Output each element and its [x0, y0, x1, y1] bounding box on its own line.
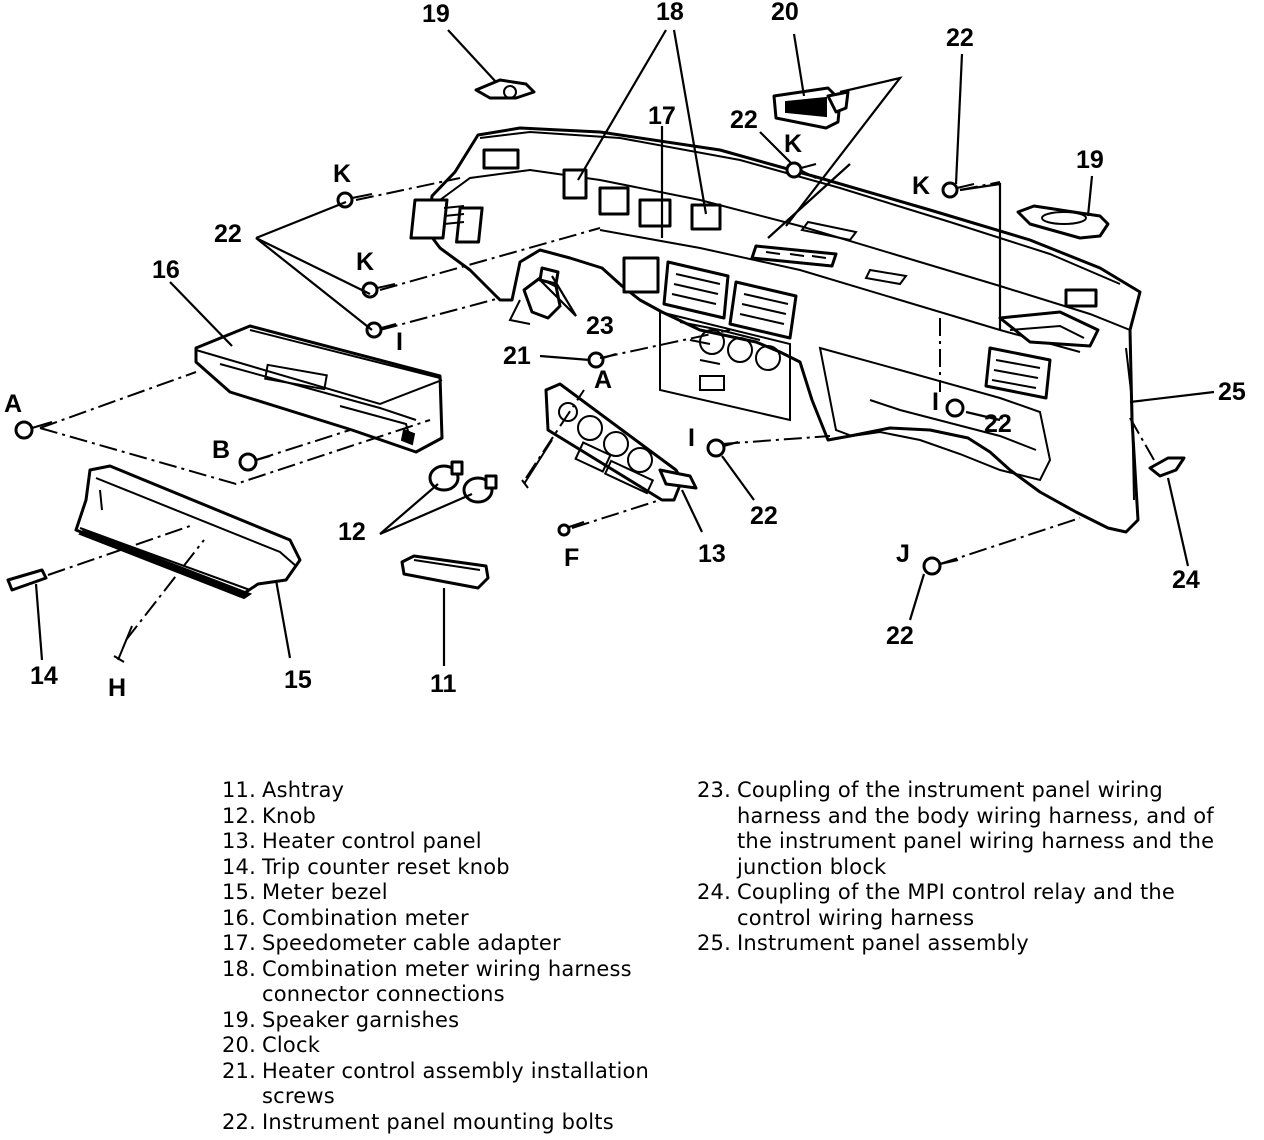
legend-item-text: Combination meter wiring harness connect… — [262, 956, 632, 1007]
callout-22-top-right: 22 — [946, 24, 974, 52]
legend-item-number: 21. — [222, 1058, 256, 1083]
mpi-relay-coupling — [1148, 456, 1186, 478]
legend-item: 12.Knob — [208, 804, 678, 830]
callout-22-heater: 22 — [750, 502, 778, 530]
callout-19-right: 19 — [1076, 146, 1104, 174]
callout-24: 24 — [1172, 566, 1200, 594]
speaker-garnish-right — [1016, 204, 1110, 240]
legend-item-text: Ashtray — [262, 778, 345, 802]
callout-K-clock: K — [784, 130, 802, 158]
combination-meter — [194, 324, 444, 454]
callout-16: 16 — [152, 256, 180, 284]
callout-I-left: I — [396, 328, 403, 356]
legend-item: 11.Ashtray — [208, 778, 678, 804]
legend-item: 15.Meter bezel — [208, 880, 678, 906]
callout-A-left: A — [4, 390, 22, 418]
legend-item-text: Instrument panel assembly — [737, 931, 1029, 955]
callout-15: 15 — [284, 666, 312, 694]
callout-K-right: K — [912, 172, 930, 200]
callout-A-center: A — [594, 366, 612, 394]
legend-item-number: 18. — [222, 956, 256, 981]
legend-item-number: 12. — [222, 803, 256, 828]
trip-counter-reset-knob — [6, 568, 48, 592]
legend-item-text: Speaker garnishes — [262, 1007, 460, 1032]
callout-J: J — [896, 540, 910, 568]
callout-14: 14 — [30, 662, 58, 690]
legend-item-number: 13. — [222, 829, 256, 853]
legend-item-number: 14. — [222, 854, 256, 879]
legend-item-number: 23. — [697, 778, 731, 802]
callout-18: 18 — [656, 0, 684, 26]
legend-item: 18.Combination meter wiring harness conn… — [208, 957, 678, 1008]
legend-item-text: Meter bezel — [262, 880, 388, 904]
legend-item: 19.Speaker garnishes — [208, 1008, 678, 1034]
heater-control-panel — [544, 382, 698, 502]
legend-item-text: Knob — [262, 803, 317, 828]
legend-item-text: Coupling of the instrument panel wiring … — [737, 778, 1215, 879]
exploded-parts-diagram: 19 18 20 22 17 22 K K 19 K 22 K 16 I 23 … — [4, 0, 1246, 702]
legend-item-number: 22. — [222, 1109, 256, 1134]
legend-item-text: Speedometer cable adapter — [262, 931, 561, 955]
callout-I-glovebox: I — [932, 388, 939, 416]
legend-item: 22.Instrument panel mounting bolts — [208, 1110, 678, 1136]
callout-13: 13 — [698, 540, 726, 568]
legend-item-number: 16. — [222, 905, 256, 930]
meter-bezel — [74, 464, 302, 600]
callout-22-bottom: 22 — [886, 622, 914, 650]
callout-H: H — [108, 674, 126, 702]
callout-K-left-top: K — [333, 160, 351, 188]
callout-22-left: 22 — [214, 220, 242, 248]
callout-17: 17 — [648, 102, 676, 130]
legend-item: 20.Clock — [208, 1033, 678, 1059]
callout-23: 23 — [586, 312, 614, 340]
legend-item-number: 20. — [222, 1033, 256, 1057]
parts-legend-right: 23.Coupling of the instrument panel wiri… — [683, 778, 1243, 957]
legend-item-number: 17. — [222, 931, 256, 955]
legend-item-text: Instrument panel mounting bolts — [262, 1109, 614, 1134]
callout-K-left-mid: K — [356, 248, 374, 276]
instrument-panel-assembly — [409, 126, 1142, 534]
legend-item: 16.Combination meter — [208, 906, 678, 932]
legend-item-number: 15. — [222, 880, 256, 904]
callout-labels: 19 18 20 22 17 22 K K 19 K 22 K 16 I 23 … — [4, 0, 1246, 702]
legend-item: 25.Instrument panel assembly — [683, 931, 1243, 957]
legend-item-text: Combination meter — [262, 905, 469, 930]
ashtray — [400, 554, 490, 590]
alignment-lines — [39, 169, 1155, 641]
callout-22-clock: 22 — [730, 106, 758, 134]
callout-11: 11 — [430, 670, 457, 698]
legend-item-number: 11. — [222, 778, 256, 802]
legend-item-number: 19. — [222, 1007, 256, 1032]
callout-F: F — [564, 544, 579, 572]
leader-lines — [34, 29, 1215, 666]
legend-item: 14.Trip counter reset knob — [208, 855, 678, 881]
callout-I-center: I — [688, 424, 695, 452]
legend-item-text: Clock — [262, 1033, 321, 1057]
legend-item-text: Heater control panel — [262, 829, 482, 853]
legend-item: 21.Heater control assembly installation … — [208, 1059, 678, 1110]
legend-item-number: 25. — [697, 931, 731, 955]
callout-25: 25 — [1218, 378, 1246, 406]
callout-20: 20 — [771, 0, 799, 26]
legend-item: 13.Heater control panel — [208, 829, 678, 855]
callout-B: B — [212, 436, 230, 464]
legend-item: 24.Coupling of the MPI control relay and… — [683, 880, 1243, 931]
callout-21: 21 — [503, 342, 531, 370]
callout-22-glovebox: 22 — [984, 410, 1012, 438]
legend-item: 23.Coupling of the instrument panel wiri… — [683, 778, 1243, 880]
callout-12: 12 — [338, 518, 366, 546]
callout-19-left: 19 — [422, 0, 450, 28]
legend-item: 17.Speedometer cable adapter — [208, 931, 678, 957]
clock — [772, 86, 850, 130]
legend-item-text: Heater control assembly installation scr… — [262, 1058, 650, 1109]
legend-item-text: Coupling of the MPI control relay and th… — [737, 880, 1176, 930]
legend-item-text: Trip counter reset knob — [262, 854, 510, 879]
knob — [428, 460, 498, 504]
legend-item-number: 24. — [697, 880, 731, 904]
